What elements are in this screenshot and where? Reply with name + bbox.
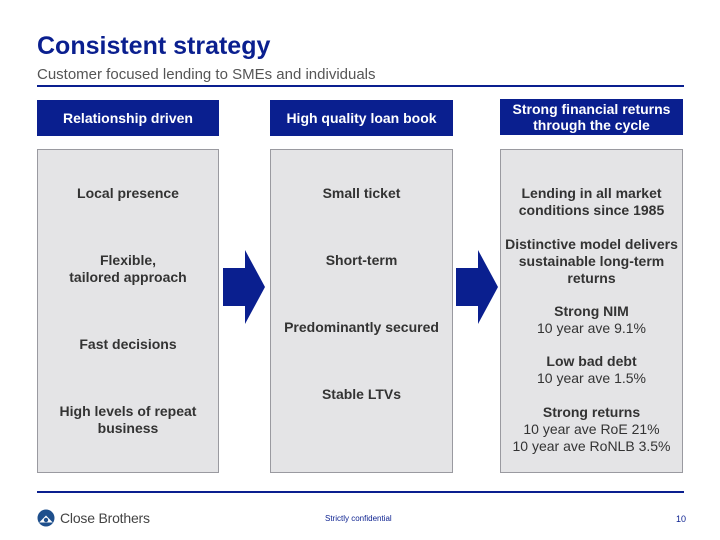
column-heading-loan-book: High quality loan book (270, 100, 453, 136)
panel-item: High levels of repeat business (59, 403, 197, 436)
right-arrow-icon (223, 250, 265, 324)
panel-item-detail: 10 year ave 9.1% (537, 320, 646, 336)
company-logo: Close Brothers (37, 509, 150, 527)
panel-item: Distinctive model delivers sustainable l… (505, 236, 678, 286)
panel-item: Local presence (77, 185, 179, 201)
panel-item: Stable LTVs (321, 386, 402, 402)
panel-item: Strong NIM (554, 303, 629, 319)
panel-relationship: Local presence Flexible, tailored approa… (37, 149, 219, 473)
panel-item: Flexible, tailored approach (69, 252, 187, 285)
panel-returns: Lending in all market conditions since 1… (500, 149, 683, 473)
panel-item-detail: 10 year ave 1.5% (537, 370, 646, 386)
panel-item: Lending in all market conditions since 1… (518, 185, 665, 218)
right-arrow-icon (456, 250, 498, 324)
panel-item: Low bad debt (546, 353, 637, 369)
panel-item: Predominantly secured (284, 319, 439, 335)
confidential-label: Strictly confidential (325, 514, 392, 523)
panel-loan-book: Small ticket Short-term Predominantly se… (270, 149, 453, 473)
panel-item: Small ticket (322, 185, 401, 201)
panel-item: Strong returns (542, 404, 641, 420)
page-number: 10 (676, 514, 687, 524)
bottom-divider (37, 491, 684, 493)
panel-item: Fast decisions (79, 336, 177, 352)
panel-item: Short-term (325, 252, 398, 268)
top-divider (37, 85, 684, 87)
column-heading-label: Relationship driven (63, 110, 193, 126)
close-brothers-logo-icon (37, 509, 55, 527)
column-heading-label: High quality loan book (286, 110, 437, 126)
page-title: Consistent strategy (37, 32, 271, 60)
column-heading-label: Strong financial returns through the cyc… (512, 101, 671, 133)
page-subtitle: Customer focused lending to SMEs and ind… (37, 66, 376, 83)
panel-item-detail: 10 year ave RoE 21% 10 year ave RoNLB 3.… (512, 421, 671, 454)
column-heading-returns: Strong financial returns through the cyc… (500, 99, 683, 135)
company-name: Close Brothers (60, 510, 150, 526)
column-heading-relationship: Relationship driven (37, 100, 219, 136)
